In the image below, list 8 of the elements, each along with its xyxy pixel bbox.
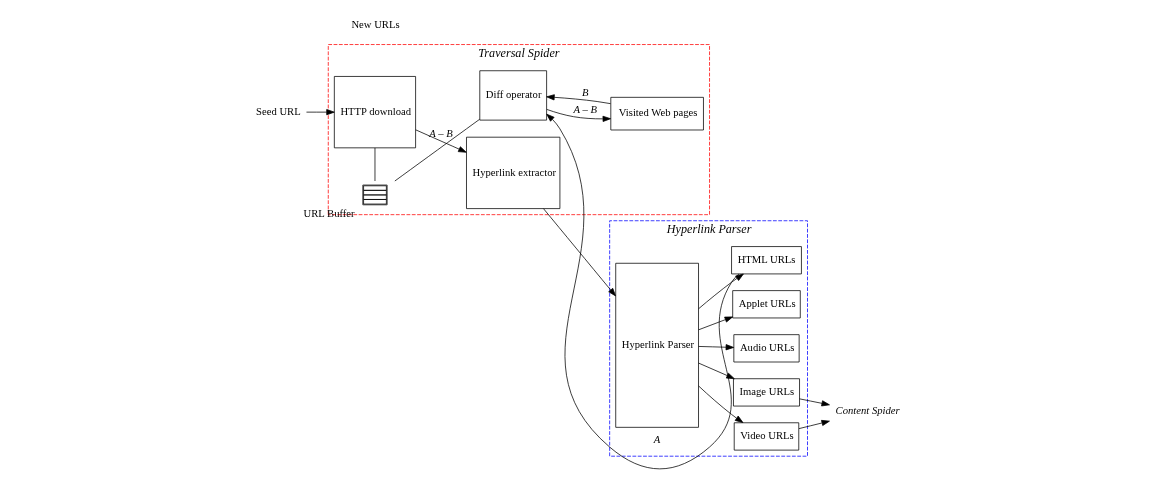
edge-label: A – B bbox=[573, 104, 597, 116]
node-text: Seed URL bbox=[255, 105, 301, 117]
label: New URLs bbox=[350, 18, 400, 30]
node-text: Content Spider bbox=[835, 405, 900, 417]
edge-label: B bbox=[581, 86, 588, 98]
node-label: URL Buffer bbox=[303, 208, 355, 220]
edge-label: A – B bbox=[428, 127, 453, 139]
edge-label: A bbox=[653, 434, 660, 446]
